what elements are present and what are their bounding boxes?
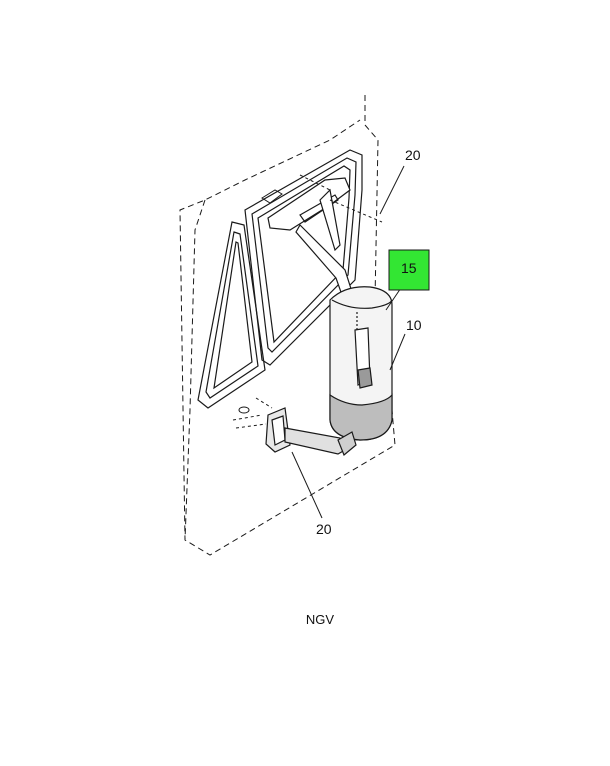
model-caption: NGV — [305, 612, 335, 627]
highlight-box[interactable] — [388, 249, 430, 291]
door-handle-plate — [261, 189, 283, 204]
hardware-screws — [232, 397, 273, 429]
callout-top-bracket: 20 — [405, 147, 421, 163]
mirror-head — [329, 286, 393, 441]
lower-arm — [265, 407, 357, 456]
callout-mirror-head: 10 — [406, 317, 422, 333]
vent-window — [197, 221, 266, 409]
callout-bottom-bracket: 20 — [316, 521, 332, 537]
door-panel-outline — [179, 95, 396, 556]
callout-mirror-glass[interactable]: 15 — [401, 260, 417, 276]
upper-arm — [267, 177, 353, 296]
